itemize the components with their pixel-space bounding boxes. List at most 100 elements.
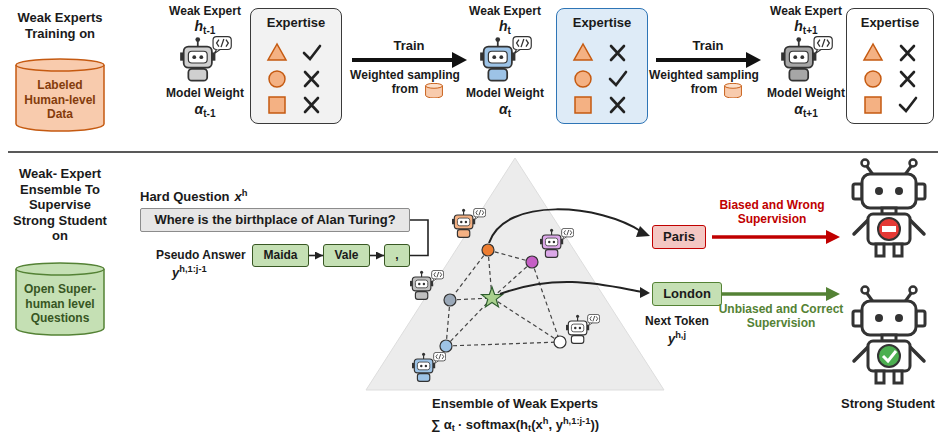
- label-text: Pseudo Answer: [156, 248, 246, 262]
- expert-symbol: ht: [499, 18, 511, 37]
- label-text: (h: [516, 417, 528, 432]
- label-text: Weak Expert: [169, 4, 241, 18]
- node-text: ,: [391, 248, 402, 262]
- superscript: h,1:j-1: [179, 264, 207, 274]
- sampling-label: Weighted sampling from: [645, 68, 763, 97]
- subscript: t-1: [203, 108, 215, 119]
- label-text: Unbiased and Correct Supervision: [719, 302, 844, 330]
- train-label: Train: [393, 38, 424, 54]
- weight-label: Model Weight: [466, 86, 544, 100]
- next-token-label: Next Token: [645, 314, 709, 328]
- label-text: y: [172, 265, 179, 280]
- superscript: h,1:j-1: [563, 416, 591, 426]
- token-arrow: [309, 255, 323, 257]
- node-text: Paris: [659, 229, 699, 245]
- subscript: t-1: [203, 25, 215, 36]
- label-text: , y: [548, 417, 562, 432]
- expert-name: Weak Expert: [169, 4, 241, 18]
- weight-symbol: αt+1: [794, 101, 818, 120]
- subscript: t+1: [803, 108, 818, 119]
- label-text: Hard Question: [140, 189, 230, 204]
- node-text: Labeled Human-level Data: [15, 78, 105, 121]
- token-arrow: [370, 255, 384, 257]
- superscript: h: [242, 188, 248, 198]
- label-text: α: [794, 101, 803, 117]
- expert-name: Weak Expert: [469, 4, 541, 18]
- section-title: Weak- Expert Ensemble To Supervise Stron…: [8, 166, 112, 244]
- sampling-label: Weighted sampling from: [346, 68, 464, 97]
- wrong-token-box: Paris: [652, 225, 706, 249]
- label-text: h: [794, 18, 803, 34]
- supervision-label: Biased and Wrong Supervision: [707, 198, 837, 227]
- label-text: Train: [393, 38, 424, 53]
- label-text: Weighted sampling from: [649, 68, 759, 96]
- expert-name: Weak Expert: [770, 4, 842, 18]
- expert-symbol: ht-1: [195, 18, 216, 37]
- node-text: Maida: [259, 248, 301, 262]
- label-text: Weak Expert: [469, 4, 541, 18]
- label-text: h: [195, 18, 204, 34]
- node-text: Vale: [330, 248, 362, 262]
- weight-label: Model Weight: [166, 86, 244, 100]
- question-box: Where is the birthplace of Alan Turing?: [140, 208, 410, 232]
- superscript: h: [543, 416, 549, 426]
- subscript: t: [452, 423, 455, 433]
- answer-label: Pseudo Answer: [156, 248, 246, 262]
- label-text: ∑ α: [431, 417, 452, 432]
- expertise-box: Expertise: [556, 8, 648, 124]
- subscript: t: [508, 25, 511, 36]
- weight-symbol: αt-1: [194, 101, 215, 120]
- expertise-box: Expertise: [846, 8, 934, 124]
- label-text: y: [668, 331, 675, 346]
- node-text: Expertise: [569, 15, 636, 31]
- expert-symbol: ht+1: [794, 18, 817, 37]
- node-text: Expertise: [857, 15, 924, 31]
- label-text: x: [235, 189, 242, 204]
- label-text: Biased and Wrong Supervision: [719, 198, 824, 226]
- label-text: Weak Expert: [770, 4, 842, 18]
- token-box: ,: [384, 244, 410, 267]
- label-text: Next Token: [645, 314, 709, 328]
- label-text: )): [590, 417, 599, 432]
- node-text: Where is the birthplace of Alan Turing?: [150, 212, 399, 228]
- label-text: Ensemble of Weak Experts: [432, 396, 598, 411]
- weight-symbol: αt: [499, 101, 511, 120]
- question-label: Hard Question xh: [140, 188, 248, 204]
- data-cylinder: Open Super-human level Questions: [15, 262, 105, 336]
- node-text: Expertise: [263, 15, 330, 31]
- label-text: h: [499, 18, 508, 34]
- student-label: Strong Student: [841, 396, 935, 412]
- section-title: Weak Experts Training on: [8, 10, 112, 41]
- ensemble-formula: ∑ αt· softmax(ht(xh, yh,1:j-1)): [431, 416, 599, 435]
- label-text: Train: [692, 38, 723, 53]
- token-box: Maida: [252, 244, 309, 267]
- label-text: Weighted sampling from: [350, 68, 460, 96]
- supervision-label: Unbiased and Correct Supervision: [717, 302, 845, 331]
- data-cylinder: Labeled Human-level Data: [15, 58, 105, 132]
- bracket-connector: [410, 220, 428, 256]
- label-text: Weak Experts Training on: [17, 10, 102, 41]
- subscript: t+1: [803, 25, 818, 36]
- weight-label: Model Weight: [767, 86, 845, 100]
- label-text: · softmax: [458, 417, 516, 432]
- ensemble-label: Ensemble of Weak Experts: [432, 396, 598, 412]
- label-text: Weak- Expert Ensemble To Supervise Stron…: [13, 166, 107, 243]
- answer-symbol: yh,1:j-1: [172, 264, 207, 280]
- node-text: London: [659, 286, 715, 302]
- node-text: Open Super-human level Questions: [15, 282, 105, 325]
- label-text: α: [194, 101, 203, 117]
- train-label: Train: [692, 38, 723, 54]
- correct-token-box: London: [652, 282, 722, 306]
- label-text: (x: [531, 417, 543, 432]
- label-text: Model Weight: [166, 86, 244, 100]
- subscript: t: [528, 423, 531, 433]
- token-box: Vale: [323, 244, 370, 267]
- expertise-box: Expertise: [250, 8, 342, 124]
- next-token-symbol: yh,j: [668, 330, 686, 346]
- label-text: α: [499, 101, 508, 117]
- subscript: t: [508, 108, 511, 119]
- label-text: Strong Student: [841, 396, 935, 411]
- label-text: Model Weight: [466, 86, 544, 100]
- label-text: Model Weight: [767, 86, 845, 100]
- superscript: h,j: [675, 330, 686, 340]
